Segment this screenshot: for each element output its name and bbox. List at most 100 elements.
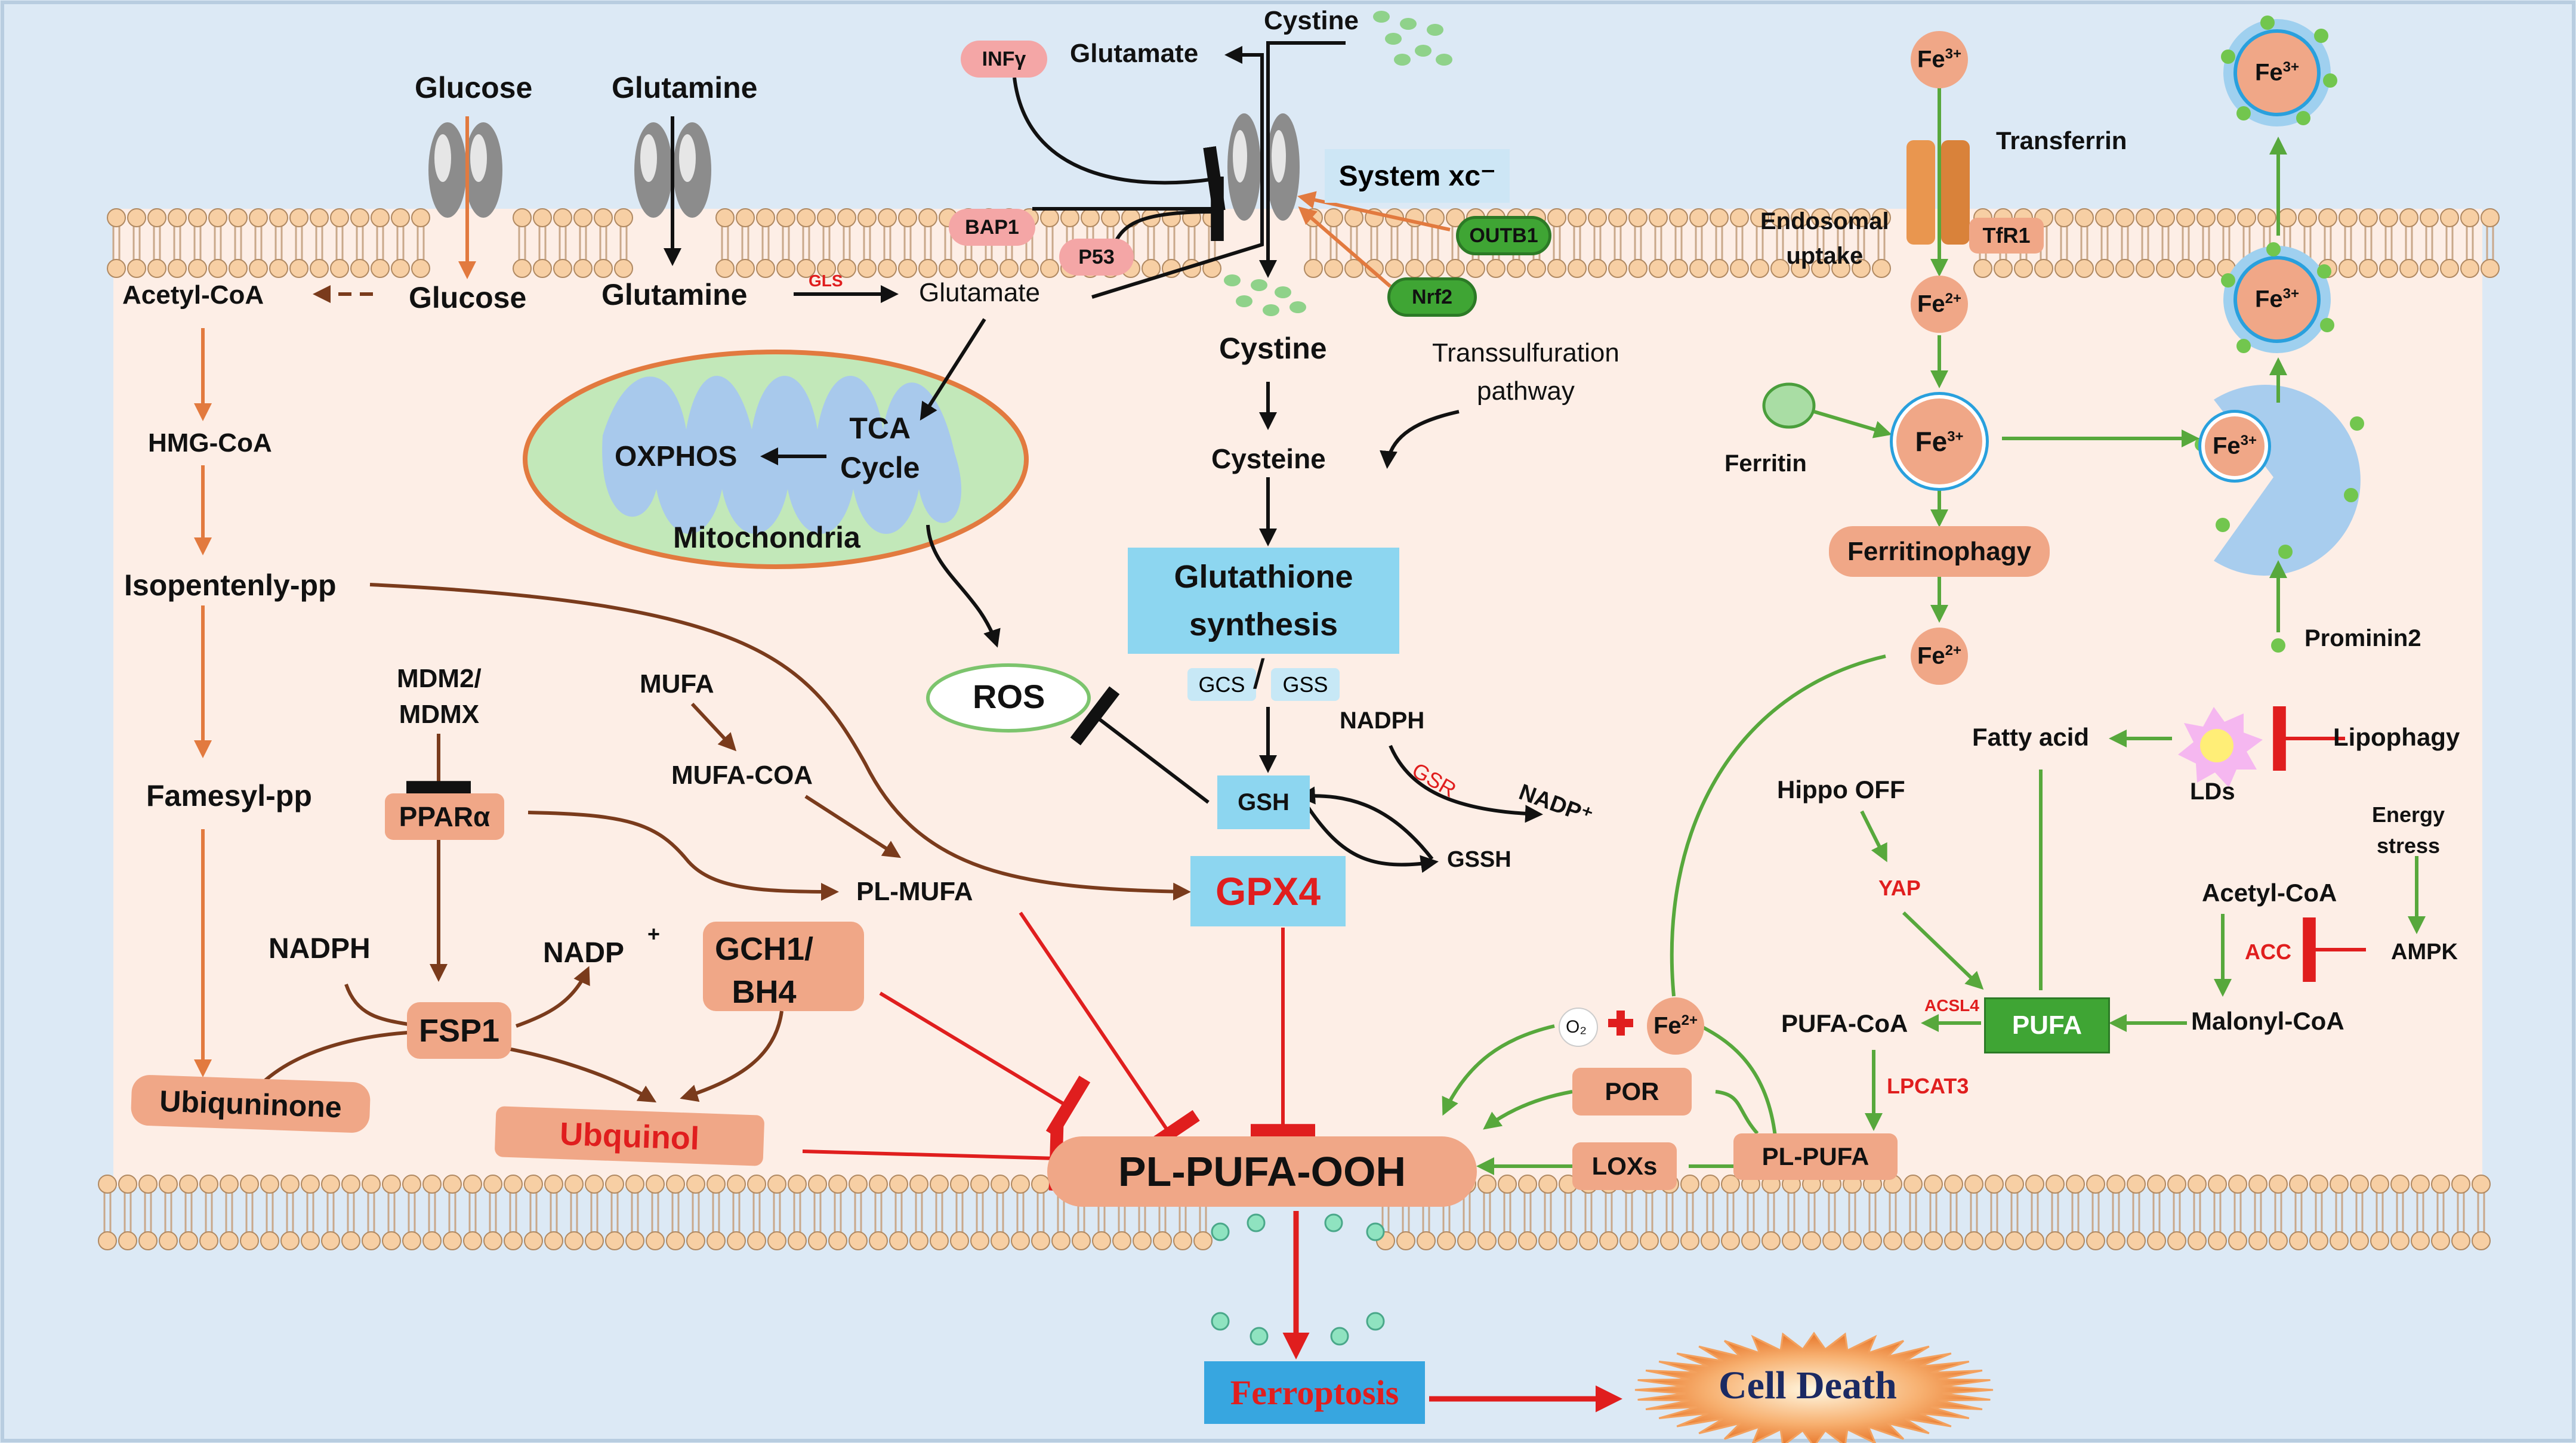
- lpcat3-label: LPCAT3: [1887, 1074, 1969, 1098]
- pl-mufa-label: PL-MUFA: [856, 877, 973, 906]
- acetyl-coa-right-label: Acetyl-CoA: [2202, 879, 2337, 907]
- tfr1-pill: TfR1: [1969, 218, 2044, 254]
- pl-pufa-ooh-pill: PL-PUFA-OOH: [1047, 1136, 1477, 1207]
- ferritin-label: Ferritin: [1724, 450, 1807, 477]
- fe-oxidation-state: 3+: [1947, 428, 1964, 445]
- loxs-pill: LOXs: [1572, 1142, 1677, 1190]
- plus-icon: [1608, 1011, 1633, 1036]
- prominin2-label: Prominin2: [2304, 625, 2421, 651]
- fe3-vesicle-mid: [2221, 242, 2334, 353]
- tca-cycle-label: TCA Cycle: [840, 412, 920, 484]
- cystine-outside-label: Cystine: [1264, 6, 1359, 35]
- gcs-box: GCS: [1187, 668, 1256, 701]
- fe-oxidation-state: 3+: [2282, 286, 2300, 302]
- malonyl-coa-label: Malonyl-CoA: [2191, 1007, 2344, 1035]
- cystine-inside-label: Cystine: [1219, 332, 1327, 365]
- o2-label: O₂: [1566, 1017, 1587, 1037]
- hmg-coa-label: HMG-CoA: [148, 428, 272, 458]
- fe-symbol: Fe3+: [2212, 432, 2257, 459]
- system-xc-transporter: [1227, 113, 1300, 221]
- acc-label: ACC: [2245, 940, 2291, 964]
- fe-oxidation-state: 2+: [1945, 642, 1962, 659]
- ubiquinol-pill: Ubquinol: [494, 1106, 765, 1166]
- lipophagy-label: Lipophagy: [2333, 723, 2460, 751]
- gsh-box: GSH: [1217, 775, 1310, 829]
- ampk-label: AMPK: [2391, 940, 2458, 965]
- fe-oxidation-state: 2+: [1945, 291, 1962, 307]
- glutamine-outside-label: Glutamine: [612, 71, 758, 104]
- isopentenyl-label: Isopentenly-pp: [124, 568, 337, 602]
- fatty-acid-label: Fatty acid: [1972, 723, 2090, 751]
- fe-symbol: Fe3+: [2254, 286, 2300, 313]
- fe-symbol: Fe3+: [2254, 59, 2300, 86]
- fe3-vesicle-top-text-node: Fe3+: [2253, 55, 2301, 91]
- glutamine-inside-label: Glutamine: [601, 278, 748, 311]
- nadp-left-sup: +: [647, 922, 661, 946]
- pl-pufa-pill: PL-PUFA: [1733, 1133, 1898, 1180]
- glutamate-outside-label: Glutamate: [1070, 39, 1199, 68]
- endosomal-uptake-label: Endosomal uptake: [1760, 208, 1889, 269]
- glucose-transporter: [428, 122, 502, 218]
- tfr1-receptor: [1906, 140, 1970, 245]
- ppara-pill: PPARα: [385, 793, 504, 840]
- glutathione-synthesis-box: Glutathione synthesis: [1128, 548, 1399, 654]
- fe-symbol: Fe2+: [1917, 291, 1962, 317]
- oxphos-label: OXPHOS: [615, 441, 738, 472]
- gpx4-box: GPX4: [1190, 856, 1346, 926]
- membrane-pore: [1211, 1213, 1385, 1346]
- fe3-vesicle-mid-text-node: Fe3+: [2253, 282, 2301, 317]
- fe-oxidation-state: 3+: [2240, 432, 2257, 449]
- bap1-pill: BAP1: [949, 209, 1035, 246]
- lds-label: LDs: [2190, 778, 2235, 805]
- glutamine-transporter: [634, 122, 711, 218]
- mufa-coa-label: MUFA-COA: [671, 761, 813, 790]
- nadp-left-label: NADP: [543, 937, 625, 969]
- p53-pill: P53: [1059, 239, 1134, 276]
- fe2-endosome-node: Fe2+: [1911, 276, 1968, 333]
- nadph-gsr-label: NADPH: [1340, 707, 1425, 734]
- pufa-coa-label: PUFA-CoA: [1781, 1009, 1908, 1037]
- divider-slash: /: [1253, 651, 1265, 697]
- system-xc-box: System xc⁻: [1325, 149, 1510, 203]
- fsp1-pill: FSP1: [407, 1002, 511, 1059]
- mdm2-mdmx-label: MDM2/ MDMX: [397, 664, 482, 729]
- hippo-off-label: Hippo OFF: [1777, 775, 1905, 804]
- fe-symbol: Fe3+: [1915, 426, 1964, 457]
- fe-oxidation-state: 3+: [2282, 59, 2300, 76]
- cell-death-burst: [1634, 1331, 1994, 1443]
- fe2-fenton-node: Fe2+: [1647, 997, 1704, 1055]
- mufa-label: MUFA: [640, 669, 714, 699]
- pufa-box: PUFA: [1984, 997, 2110, 1053]
- fe-symbol: Fe3+: [1917, 46, 1962, 73]
- acetyl-coa-left-label: Acetyl-CoA: [122, 280, 264, 310]
- glucose-inside-label: Glucose: [409, 281, 527, 314]
- cystine-dots: [1224, 11, 1452, 316]
- glutamate-inside-label: Glutamate: [919, 278, 1040, 307]
- fe-oxidation-state: 3+: [1945, 46, 1962, 63]
- ferritinophagy-pill: Ferritinophagy: [1829, 526, 2050, 577]
- ferroptosis-box: Ferroptosis: [1204, 1361, 1425, 1424]
- fe3-vesicle-top: [2221, 16, 2337, 126]
- fe3-transferrin-node: Fe3+: [1911, 31, 1968, 88]
- fe3-ferritin-node: Fe3+: [1896, 398, 1982, 484]
- por-pill: POR: [1572, 1068, 1692, 1116]
- fe-oxidation-state: 2+: [1681, 1012, 1698, 1029]
- nadph-left-label: NADPH: [269, 933, 371, 965]
- cysteine-label: Cysteine: [1211, 443, 1326, 474]
- outb1-pill: OUTB1: [1456, 216, 1551, 255]
- gls-label: GLS: [809, 271, 843, 290]
- gssh-label: GSSH: [1447, 847, 1511, 872]
- ubiquinone-pill: Ubiquninone: [130, 1074, 371, 1133]
- gch1-bh4-label: GCH1/ BH4: [715, 931, 814, 1010]
- ros-label: ROS: [973, 678, 1045, 715]
- transsulfuration-label: Transsulfuration pathway: [1432, 338, 1619, 406]
- fe2-labile-node: Fe2+: [1911, 628, 1968, 685]
- transferrin-label: Transferrin: [1996, 126, 2127, 155]
- fe-symbol: Fe2+: [1653, 1012, 1698, 1039]
- gch1-box: [703, 922, 864, 1011]
- fe3-prominin-node: Fe3+: [2205, 416, 2265, 476]
- mitochondria-label: Mitochondria: [673, 521, 860, 554]
- gss-box: GSS: [1271, 668, 1340, 701]
